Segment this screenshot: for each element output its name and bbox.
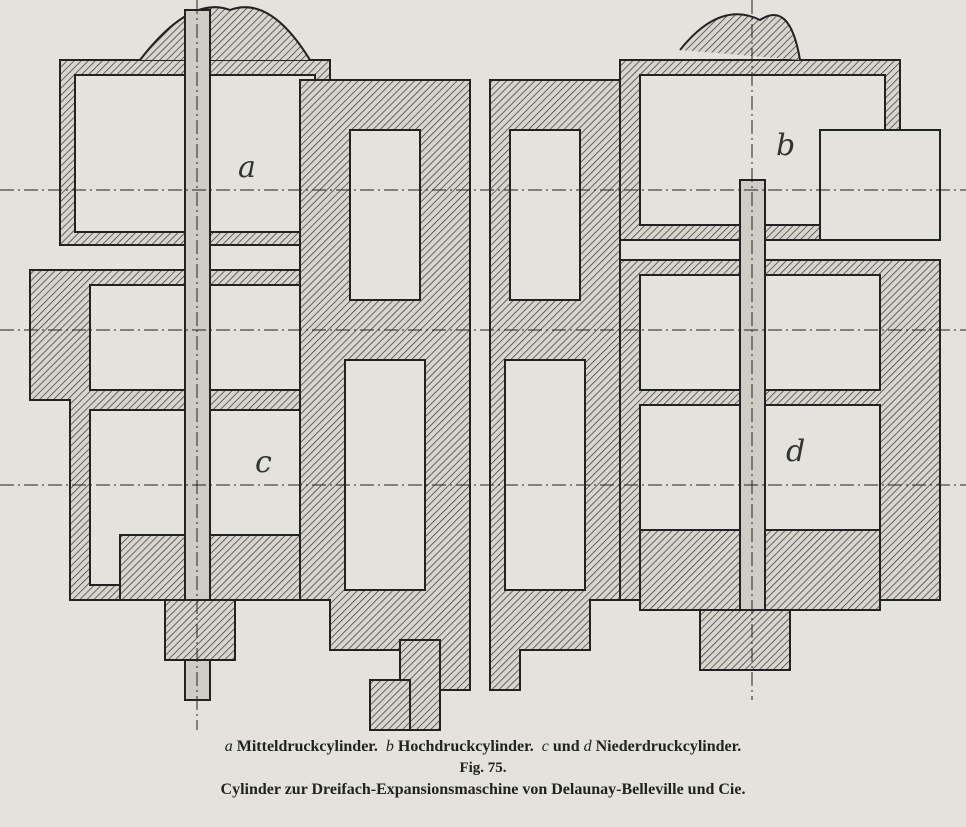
cylinder-c	[29, 269, 331, 601]
technical-drawing	[0, 0, 966, 731]
legend-letter-b: b	[385, 738, 394, 755]
legend-text-b: Hochdruckcylinder.	[397, 738, 534, 755]
legend-letter-a: a	[224, 738, 233, 755]
figure-legend: a Mitteldruckcylinder. b Hochdruckcylind…	[0, 738, 966, 756]
label-c: c	[255, 445, 272, 480]
label-a: a	[238, 150, 256, 185]
legend-letter-d: d	[583, 738, 592, 755]
cylinder-d	[619, 259, 941, 611]
legend-text-d: Niederdruckcylinder.	[595, 738, 742, 755]
gland-left	[164, 599, 236, 661]
legend-text-a: Mitteldruckcylinder.	[236, 738, 378, 755]
label-d: d	[786, 434, 806, 469]
figure-title: Cylinder zur Dreifach-Expansionsmaschine…	[220, 781, 746, 798]
valve-chest-right	[369, 79, 621, 731]
cylinder-b	[619, 13, 941, 241]
valve-chest-left	[299, 79, 471, 731]
legend-letter-c: c	[541, 738, 549, 755]
figure-number: Fig. 75.	[459, 760, 507, 776]
gland-right	[699, 609, 791, 671]
legend-text-c: und	[552, 738, 580, 755]
label-b: b	[776, 128, 796, 163]
